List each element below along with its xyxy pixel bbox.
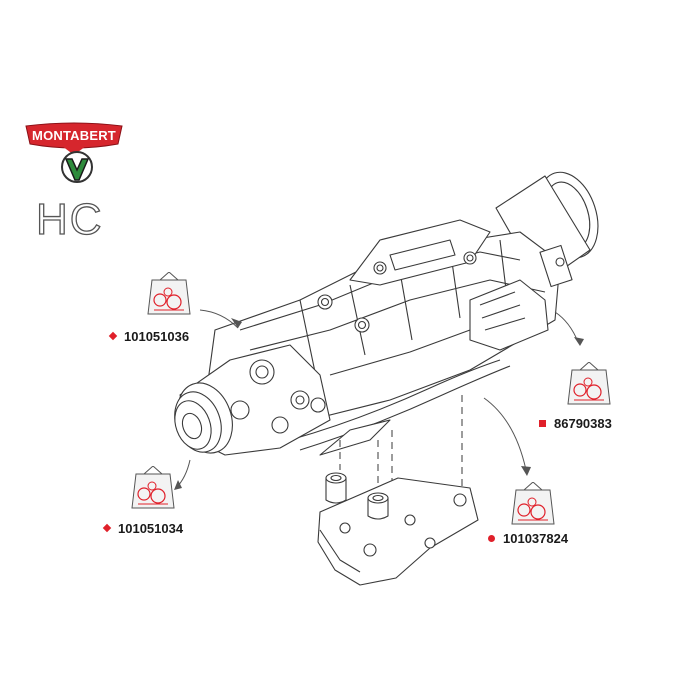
diamond-marker-icon — [108, 331, 118, 341]
mounting-plate-icon — [317, 472, 479, 586]
brand-name: MONTABERT — [32, 128, 116, 143]
part-label-101037824[interactable]: 101037824 — [488, 531, 568, 546]
seal-kit-icon — [567, 362, 611, 405]
series-title: HC — [35, 195, 104, 244]
brand-m-emblem-icon — [61, 151, 93, 183]
part-number: 101051034 — [118, 521, 184, 536]
seal-kit-icon — [131, 466, 175, 509]
part-number: 101037824 — [503, 531, 569, 546]
part-label-101051034[interactable]: 101051034 — [102, 521, 184, 536]
seal-kit-icon — [511, 482, 555, 525]
part-number: 101051036 — [124, 329, 190, 344]
circle-marker-icon — [488, 535, 495, 542]
part-label-101051036[interactable]: 101051036 — [108, 329, 190, 344]
part-label-86790383[interactable]: 86790383 — [539, 416, 612, 431]
part-number: 86790383 — [554, 416, 612, 431]
seal-kit-icon — [147, 272, 191, 315]
logo-banner-icon — [25, 122, 123, 155]
brand-logo: MONTABERT — [22, 122, 126, 186]
square-marker-icon — [539, 420, 546, 427]
diamond-marker-icon — [102, 523, 112, 533]
